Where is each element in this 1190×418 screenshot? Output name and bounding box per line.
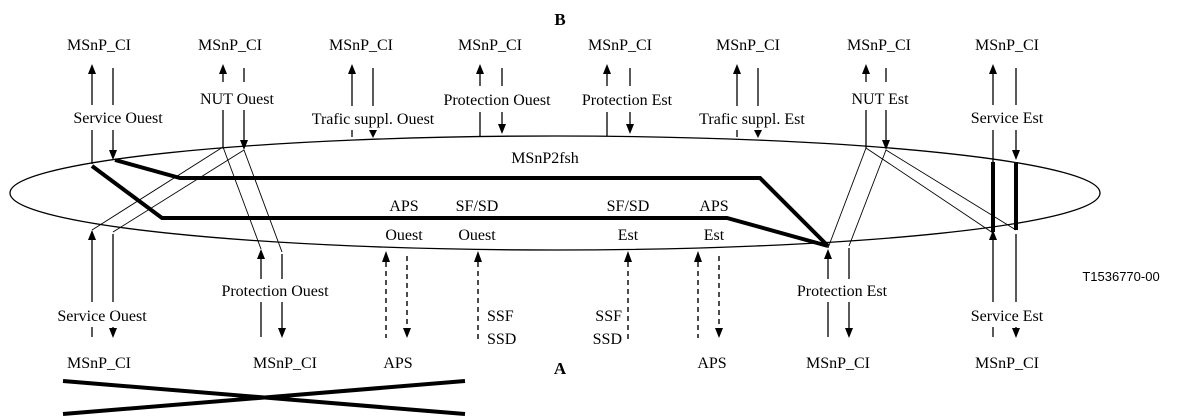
bottom-msnp-label-3: MSnP_CI	[806, 355, 870, 372]
aps-est-label: APS	[699, 198, 728, 215]
bottom-labels: MSnP_CI MSnP_CI APS APS MSnP_CI MSnP_CI	[67, 355, 1039, 372]
top-msnp-label-4: MSnP_CI	[458, 37, 522, 54]
top-msnp-label-5: MSnP_CI	[588, 37, 652, 54]
top-trafic-est-label: Trafic suppl. Est	[699, 111, 805, 128]
aps-ouest-sub: Ouest	[385, 227, 423, 244]
ssf-ouest-label: SSF	[487, 308, 514, 325]
bottom-aps-label-1: APS	[383, 355, 412, 372]
bottom-service-ouest-label: Service Ouest	[57, 308, 147, 325]
point-a-label: A	[554, 359, 567, 378]
top-msnp-label-2: MSnP_CI	[198, 37, 262, 54]
top-msnp-label-8: MSnP_CI	[975, 37, 1039, 54]
top-service-est-label: Service Est	[971, 110, 1044, 127]
bottom-msnp-label-4: MSnP_CI	[975, 355, 1039, 372]
msnp2fsh-ellipse	[9, 135, 1101, 251]
ellipse-label: MSnP2fsh	[511, 150, 579, 167]
top-msnp-label-3: MSnP_CI	[329, 37, 393, 54]
path-ouest-upper	[114, 158, 830, 248]
top-nut-est-label: NUT Est	[851, 91, 909, 108]
aps-ouest-label: APS	[389, 198, 418, 215]
aps-est-sub: Est	[704, 227, 725, 244]
top-msnp-labels: MSnP_CI MSnP_CI MSnP_CI MSnP_CI MSnP_CI …	[67, 37, 1039, 54]
ssf-est-label: SSF	[595, 308, 622, 325]
ssd-est-label: SSD	[593, 331, 622, 348]
cross-out-mark	[62, 379, 466, 416]
top-trafic-ouest-label: Trafic suppl. Ouest	[312, 111, 435, 128]
bottom-protection-est-label: Protection Est	[797, 283, 888, 300]
point-b-label: B	[554, 10, 565, 29]
top-protection-est-label: Protection Est	[582, 92, 673, 109]
figure-reference: T1536770-00	[1082, 269, 1159, 284]
top-msnp-label-1: MSnP_CI	[67, 37, 131, 54]
bottom-msnp-label-1: MSnP_CI	[67, 355, 131, 372]
top-msnp-label-6: MSnP_CI	[716, 37, 780, 54]
bottom-arrows	[88, 230, 1020, 340]
protection-cross-connections	[91, 146, 1017, 253]
top-protection-ouest-label: Protection Ouest	[443, 92, 551, 109]
top-nut-ouest-label: NUT Ouest	[200, 91, 274, 108]
ssd-ouest-label: SSD	[487, 331, 516, 348]
top-msnp-label-7: MSnP_CI	[847, 37, 911, 54]
sfsd-est-label: SF/SD	[607, 198, 650, 215]
bottom-msnp-label-2: MSnP_CI	[253, 355, 317, 372]
bottom-service-est-label: Service Est	[971, 308, 1044, 325]
bottom-protection-ouest-label: Protection Ouest	[221, 283, 329, 300]
sfsd-ouest-label: SF/SD	[456, 198, 499, 215]
bottom-aps-label-2: APS	[697, 355, 726, 372]
top-arrows	[88, 64, 1020, 164]
sfsd-est-sub: Est	[618, 227, 639, 244]
path-ouest-lower	[90, 164, 829, 248]
top-service-ouest-label: Service Ouest	[73, 110, 163, 127]
sfsd-ouest-sub: Ouest	[458, 227, 496, 244]
